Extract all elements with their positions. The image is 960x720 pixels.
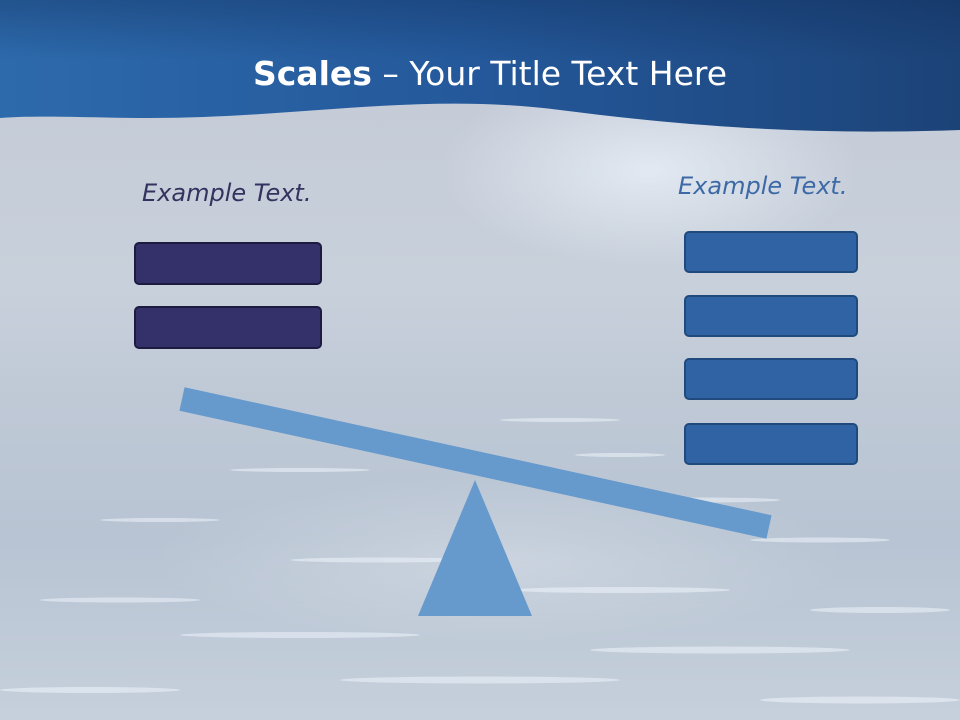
right-text-box-1[interactable] bbox=[684, 231, 858, 273]
right-text-box-4[interactable] bbox=[684, 423, 858, 465]
fulcrum-triangle bbox=[418, 480, 532, 616]
left-example-label: Example Text. bbox=[142, 179, 312, 207]
left-text-box-2[interactable] bbox=[134, 306, 322, 349]
title-rest: – Your Title Text Here bbox=[371, 54, 728, 93]
slide-title: Scales – Your Title Text Here bbox=[0, 50, 960, 98]
title-bold: Scales bbox=[252, 54, 372, 93]
right-text-box-3[interactable] bbox=[684, 358, 858, 400]
right-example-label: Example Text. bbox=[678, 172, 848, 200]
seesaw-beam bbox=[179, 387, 772, 539]
left-text-box-1[interactable] bbox=[134, 242, 322, 285]
right-text-box-2[interactable] bbox=[684, 295, 858, 337]
